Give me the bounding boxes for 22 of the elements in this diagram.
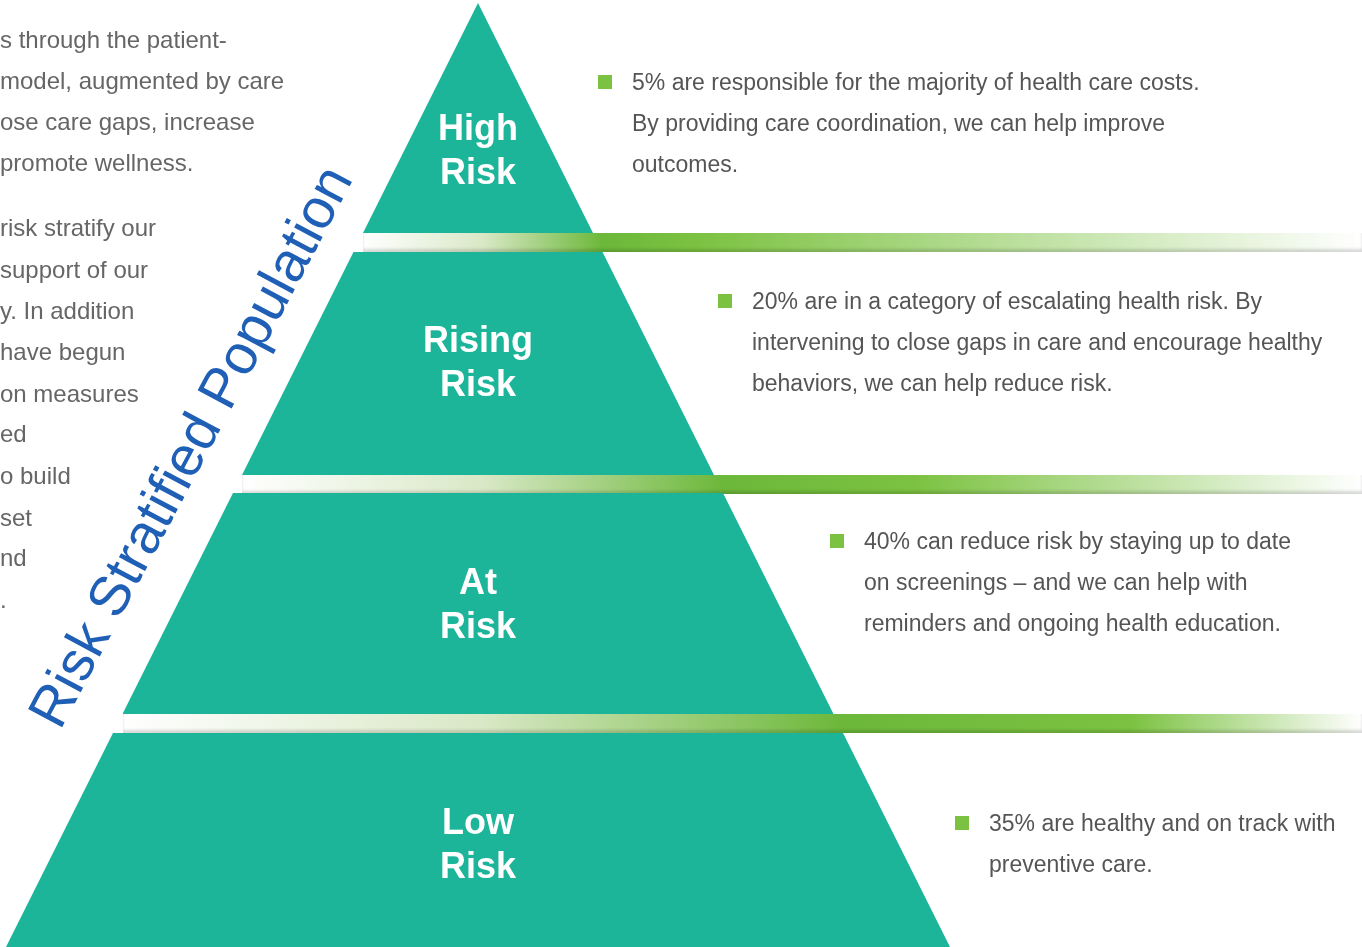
tier-description: 5% are responsible for the majority of health care costs. By providing care coordination, we can help improve outcomes. xyxy=(632,68,1201,179)
body-text: nd xyxy=(0,543,27,573)
tier-label: Low Risk xyxy=(438,800,517,888)
body-text: model, augmented by care xyxy=(0,66,285,96)
body-text: have begun xyxy=(0,337,126,367)
tier-label: High Risk xyxy=(437,106,519,194)
tier-description: 35% are healthy and on track with preventive care. xyxy=(989,809,1337,879)
body-text: set xyxy=(0,503,32,533)
body-text: ed xyxy=(0,419,27,449)
body-text: support of our xyxy=(0,255,149,285)
body-text: s through the patient- xyxy=(0,25,227,55)
tier-description: 20% are in a category of escalating health risk. By intervening to close gaps in care and encourage healthy behaviors, we can help reduce risk. xyxy=(752,287,1324,398)
tier-description: 40% can reduce risk by staying up to date on screenings – and we can help with reminders and ongoing health education. xyxy=(864,527,1293,638)
body-text: ose care gaps, increase xyxy=(0,107,255,137)
body-text: . xyxy=(0,585,7,615)
body-text: y. In addition xyxy=(0,296,135,326)
body-text: promote wellness. xyxy=(0,148,194,178)
body-text: o build xyxy=(0,461,71,491)
body-text: on measures xyxy=(0,379,139,409)
tier-label: Rising Risk xyxy=(422,318,534,406)
body-text: risk stratify our xyxy=(0,213,157,243)
tier-label: At Risk xyxy=(438,560,517,648)
